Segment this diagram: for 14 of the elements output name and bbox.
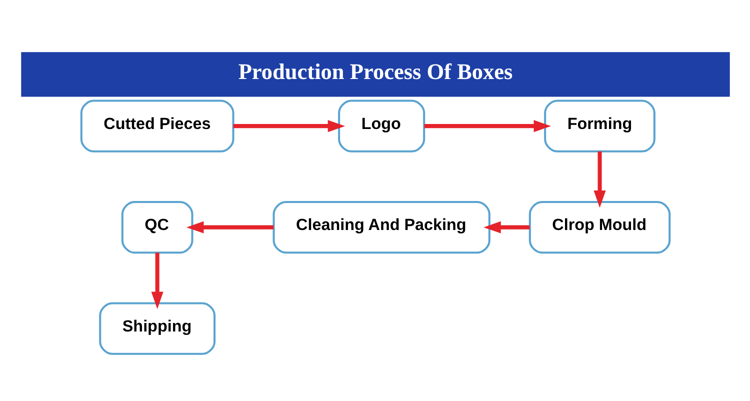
arrow: [232, 120, 345, 132]
diagram-title: Production Process Of Boxes: [238, 58, 512, 84]
arrow: [186, 220, 274, 233]
node-box: Cleaning And Packing: [272, 200, 490, 254]
node-box: Forming: [544, 99, 655, 152]
node-box: QC: [120, 200, 193, 254]
node-box: Clrop Mould: [528, 200, 670, 254]
arrow: [150, 252, 163, 308]
arrow: [424, 120, 551, 132]
arrow: [593, 150, 606, 208]
arrow: [483, 220, 530, 233]
node-box: Shipping: [98, 302, 216, 354]
node-box: Cutted Pieces: [80, 99, 234, 152]
node-box: Logo: [338, 99, 425, 152]
